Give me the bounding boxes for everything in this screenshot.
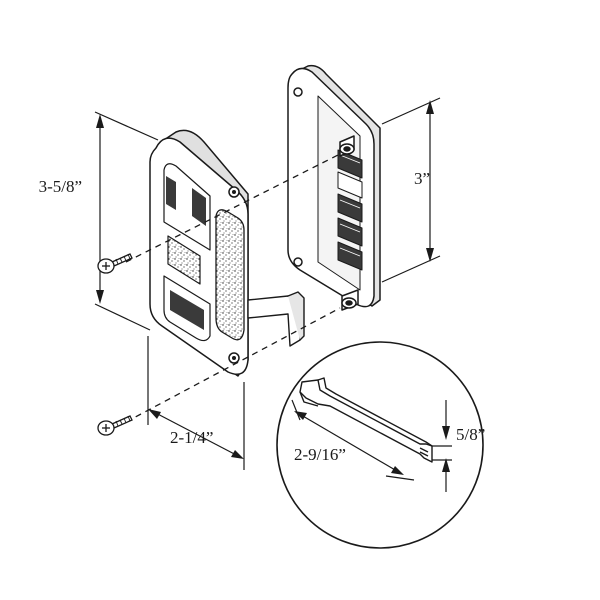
mounting-post-top <box>339 135 355 157</box>
dimension-mount-spacing <box>381 97 441 283</box>
mounting-plate <box>287 64 381 311</box>
dimension-label-handle-height: 3-5/8” <box>39 177 82 196</box>
mounting-post-bottom <box>341 289 359 311</box>
dimension-handle-width <box>147 336 245 470</box>
dimension-latch-length <box>291 399 415 481</box>
dimension-label-handle-width: 2-1/4” <box>170 428 213 447</box>
latch-lever <box>247 291 305 347</box>
latch-part <box>299 377 433 463</box>
latch-detail-callout <box>276 341 484 549</box>
phillips-screw-icon <box>97 253 133 436</box>
screw-top <box>97 253 133 274</box>
dimension-handle-height <box>94 111 159 331</box>
alignment-lines <box>125 153 341 423</box>
pull-handle <box>149 129 249 377</box>
screw-bottom <box>97 415 133 436</box>
dimension-label-latch-length: 2-9/16” <box>294 445 346 464</box>
dimension-latch-hook <box>432 400 452 492</box>
dimension-label-mount-spacing: 3” <box>414 169 430 188</box>
detail-circle <box>276 341 484 549</box>
dimension-label-latch-hook: 5/8” <box>456 425 485 444</box>
